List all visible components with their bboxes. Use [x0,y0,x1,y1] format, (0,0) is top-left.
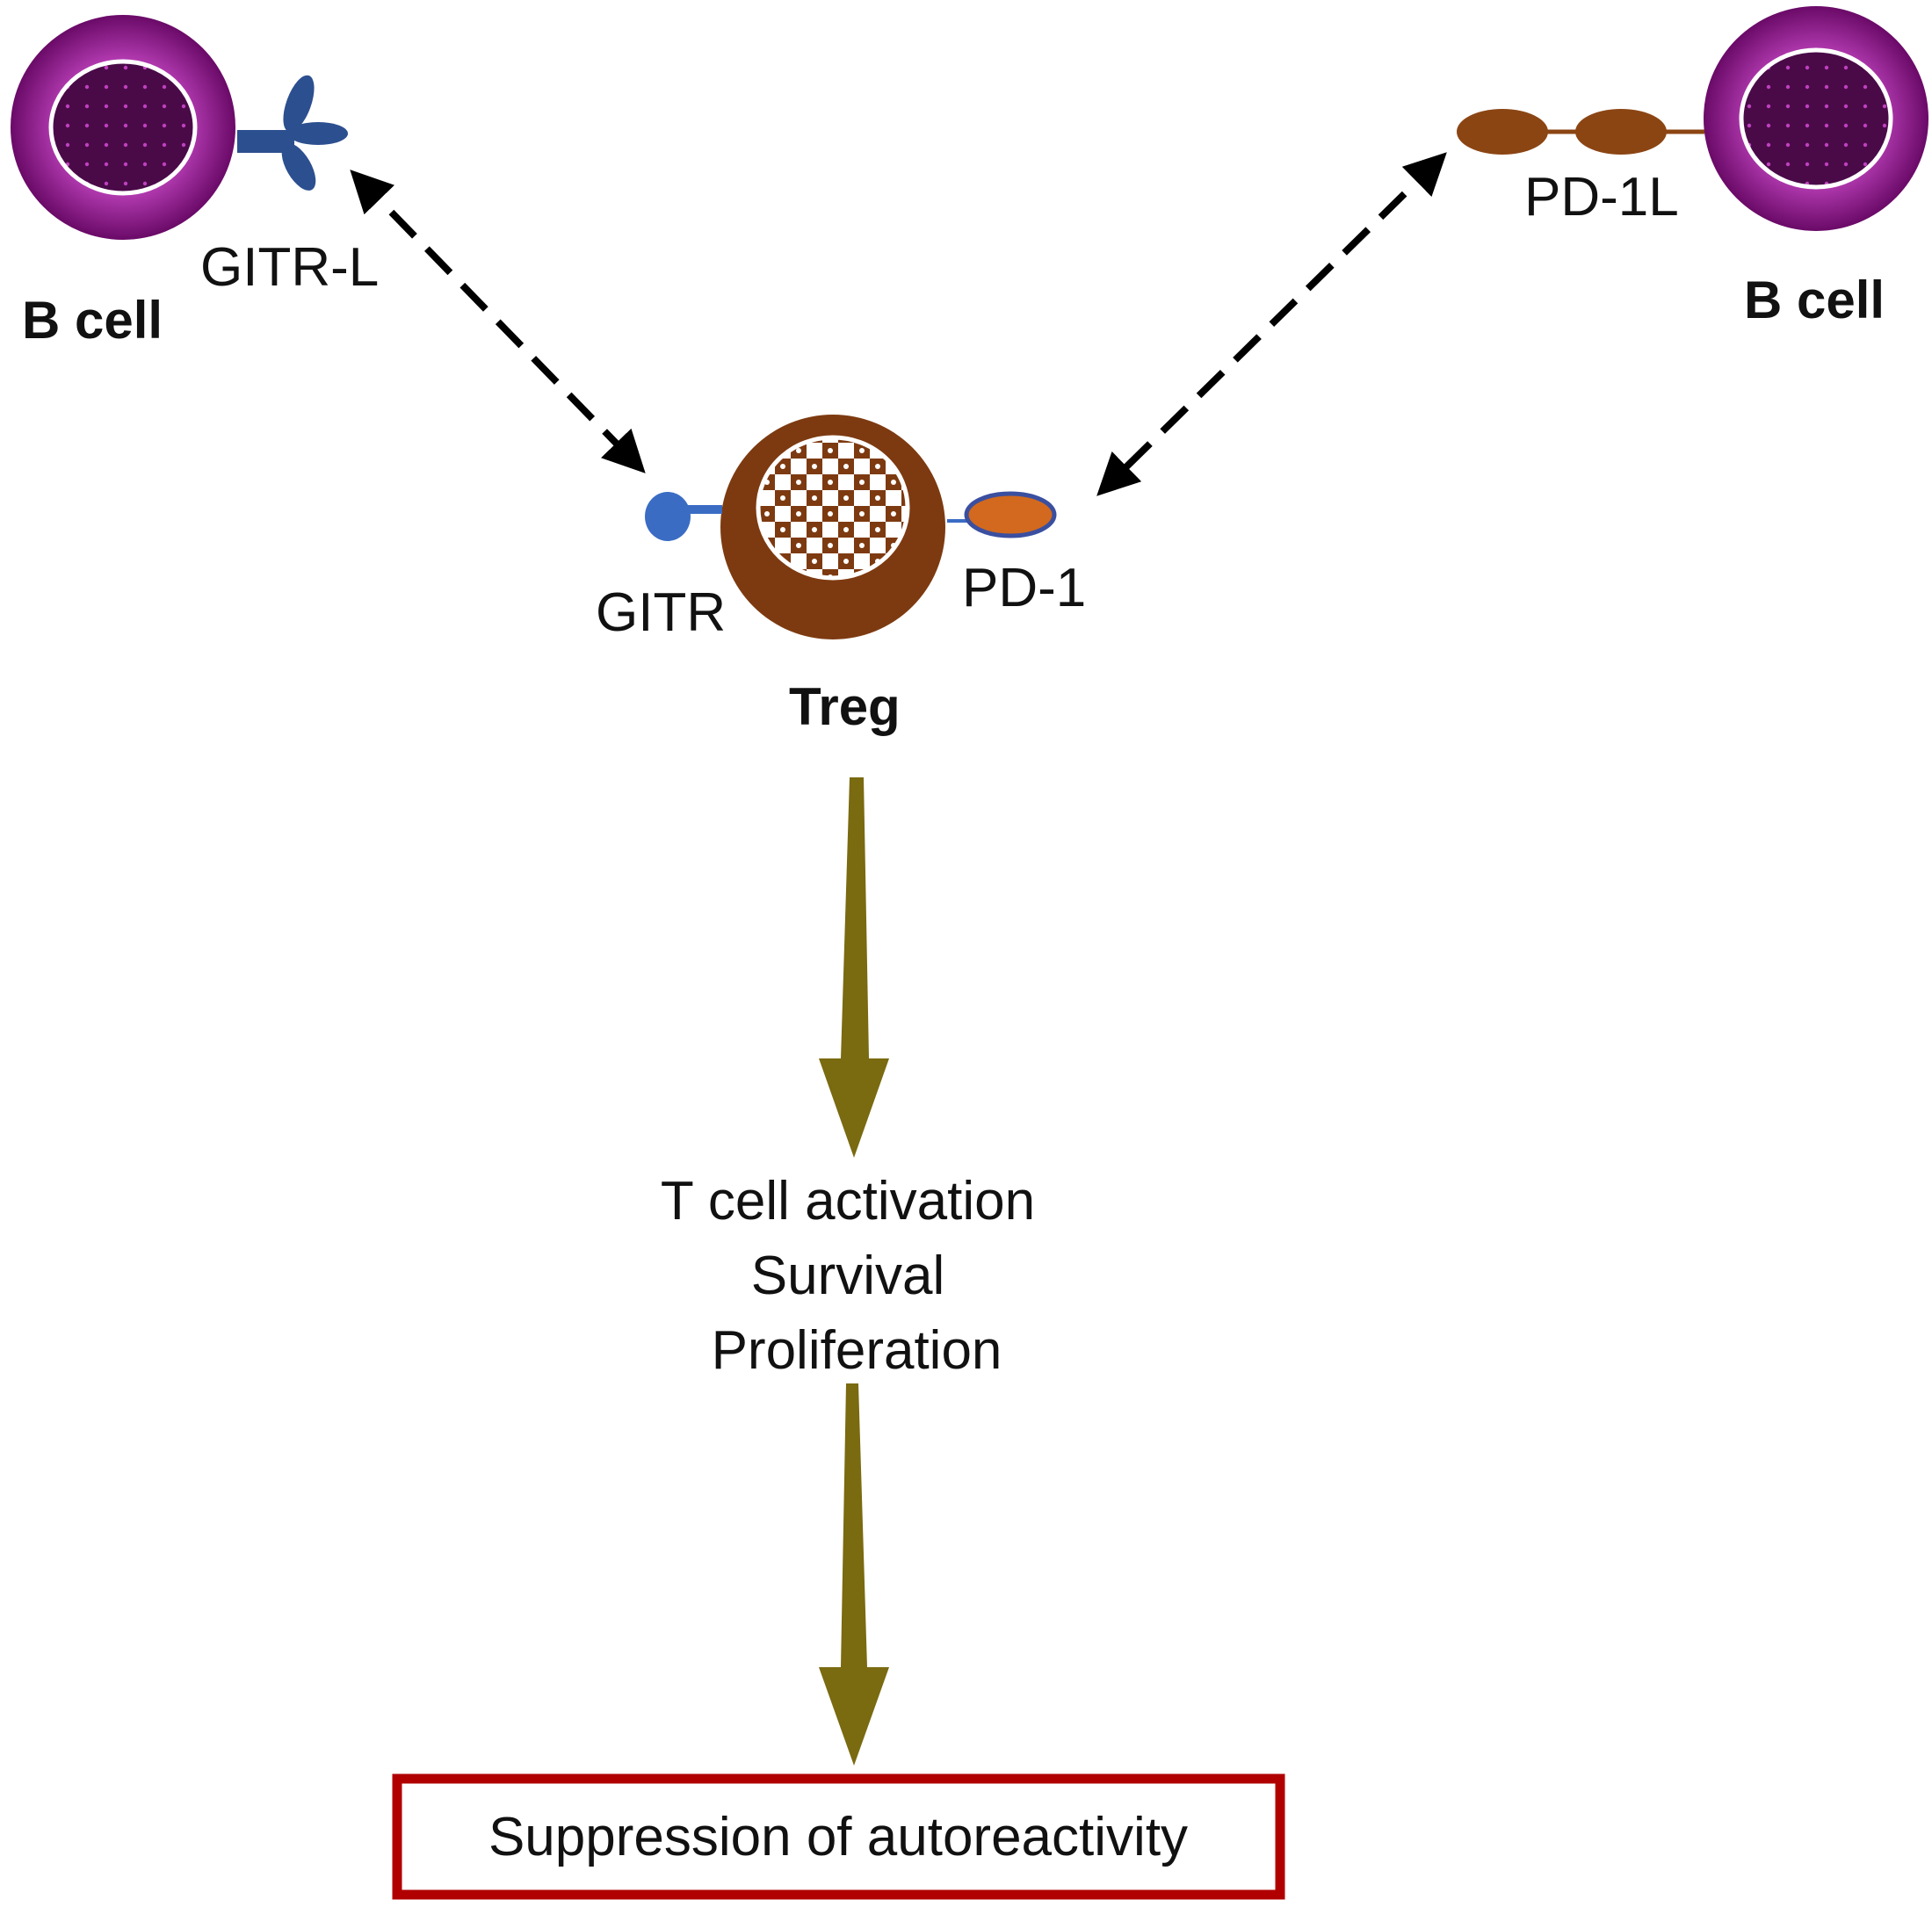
flow-arrow-2 [819,1383,889,1766]
result-box: Suppression of autoreactivity [392,1773,1285,1900]
pd-1-label: PD-1 [962,558,1086,618]
b-cell-left [11,15,235,240]
b-cell-right-label: B cell [1744,271,1885,329]
pd-1l-label: PD-1L [1524,167,1679,228]
result-text: Suppression of autoreactivity [488,1807,1188,1867]
gitr-interaction-arrow [350,170,646,473]
gitr-l-receptor-icon [237,75,348,191]
outcome-line-1: T cell activation [661,1171,1035,1231]
gitr-receptor-icon [645,492,722,541]
pd-1-receptor-icon [947,491,1057,538]
outcome-line-2: Survival [751,1246,945,1306]
gitr-l-label: GITR-L [200,237,379,298]
outcome-line-3: Proliferation [712,1320,1002,1381]
gitr-label: GITR [596,582,726,643]
pd-1l-receptor-icon [1457,109,1704,155]
flow-arrow-1 [819,777,889,1158]
b-cell-right-nucleus [1739,47,1893,190]
b-cell-left-nucleus [48,59,198,196]
treg-cell [720,415,945,639]
treg-label: Treg [789,677,901,736]
b-cell-left-label: B cell [22,291,163,350]
pd-1-interaction-arrow [1096,152,1447,496]
treg-nucleus [756,435,910,581]
b-cell-right [1704,6,1928,231]
